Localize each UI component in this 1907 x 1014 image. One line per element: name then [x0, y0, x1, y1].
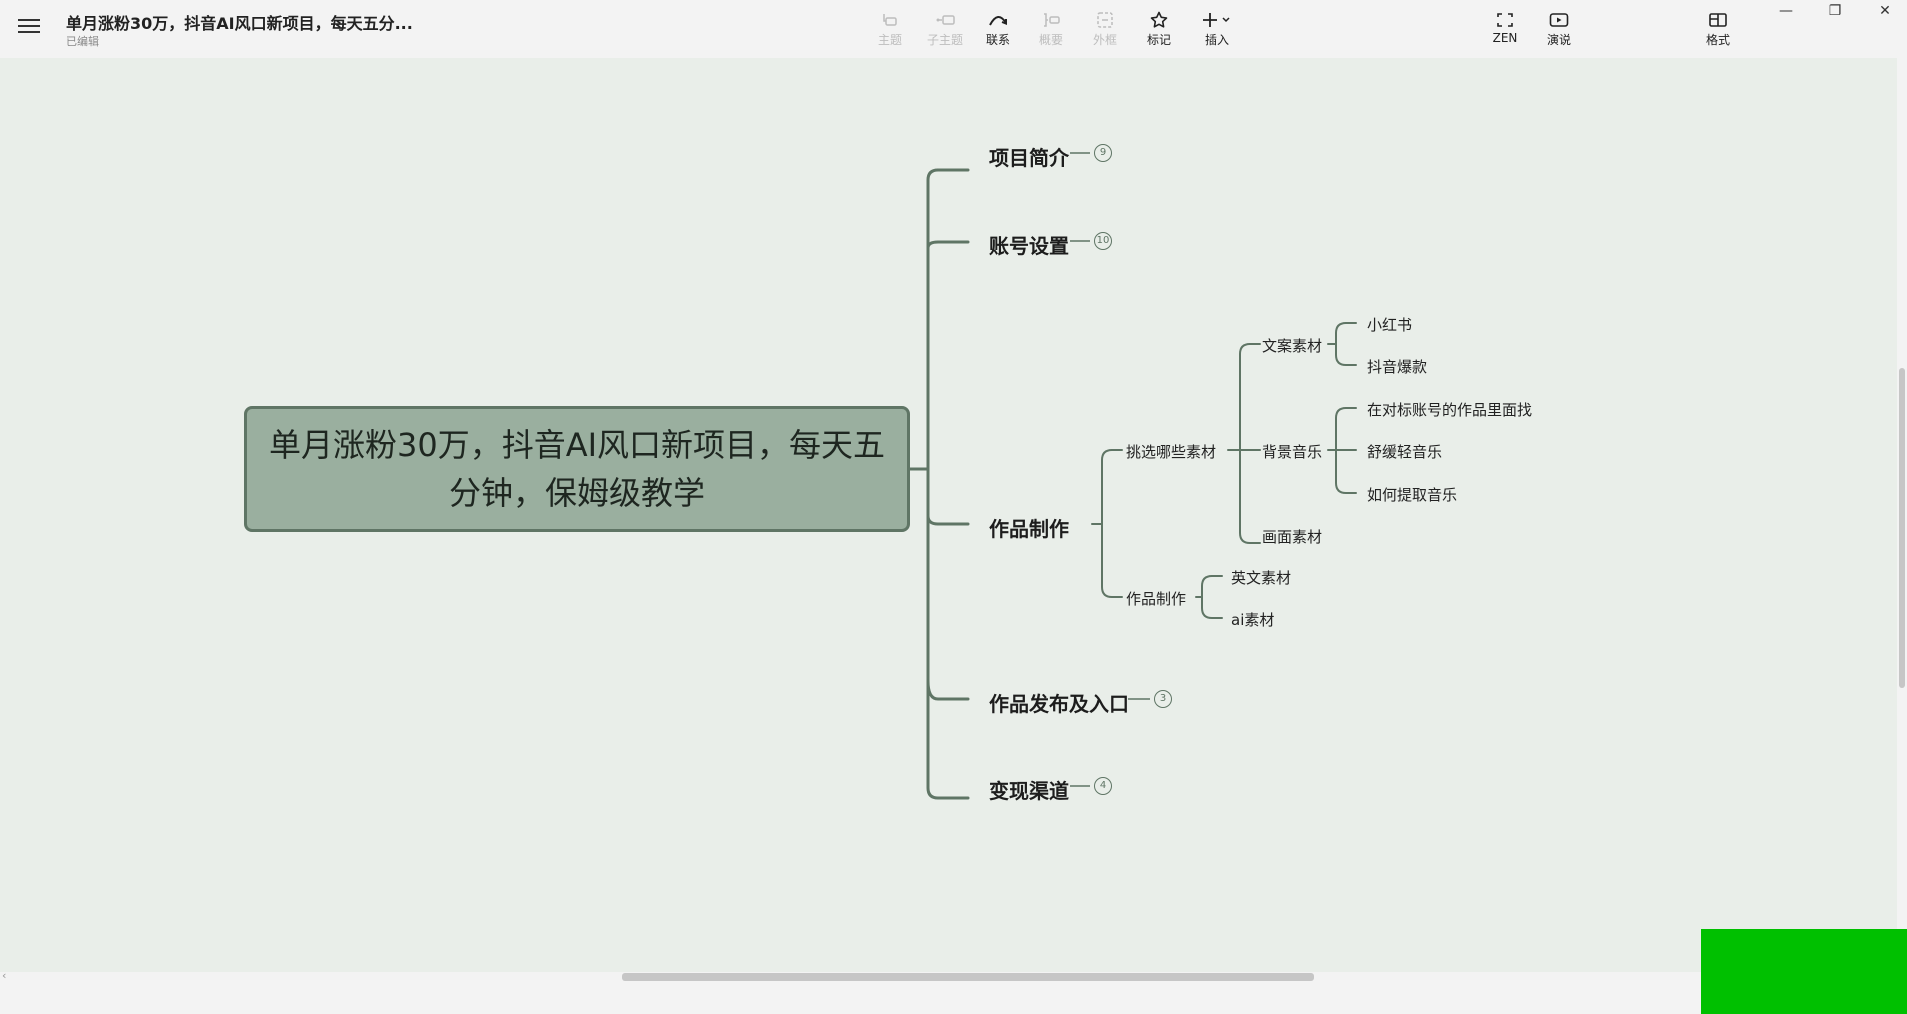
- topic-icon: [865, 8, 915, 30]
- star-icon: [1134, 8, 1184, 30]
- collapsed-count-badge[interactable]: 10: [1094, 232, 1112, 250]
- topic-light-music[interactable]: 舒缓轻音乐: [1367, 443, 1443, 461]
- topic-find-in-benchmark[interactable]: 在对标账号的作品里面找: [1367, 401, 1533, 419]
- topic-xiaohongshu[interactable]: 小红书: [1367, 316, 1413, 334]
- boundary-label: 外框: [1092, 33, 1117, 47]
- vertical-scrollbar[interactable]: [1897, 58, 1907, 972]
- branch-monetization[interactable]: 变现渠道: [989, 779, 1069, 803]
- close-icon[interactable]: ✕: [1879, 3, 1891, 19]
- branch-content-production[interactable]: 作品制作: [989, 517, 1069, 541]
- hamburger-menu-icon[interactable]: [18, 16, 40, 38]
- insert-button[interactable]: 插入: [1192, 8, 1242, 48]
- zen-button[interactable]: ZEN: [1480, 8, 1530, 45]
- title-toolbar: 单月涨粉30万，抖音AI风口新项目，每天五分... 已编辑 主题 子主题 联系 …: [0, 0, 1907, 58]
- minimize-icon[interactable]: —: [1779, 3, 1793, 19]
- relation-label: 联系: [985, 33, 1010, 47]
- insert-label: 插入: [1204, 33, 1229, 47]
- fullscreen-icon: [1480, 8, 1530, 30]
- boundary-icon: [1080, 8, 1130, 30]
- topic-extract-music[interactable]: 如何提取音乐: [1367, 486, 1458, 504]
- topic-visual-materials[interactable]: 画面素材: [1262, 528, 1323, 546]
- topic-make-content[interactable]: 作品制作: [1126, 590, 1187, 608]
- topic-background-music[interactable]: 背景音乐: [1262, 443, 1323, 461]
- zen-label: ZEN: [1492, 31, 1518, 45]
- subtopic-button[interactable]: 子主题: [920, 8, 970, 48]
- collapsed-count-badge[interactable]: 9: [1094, 144, 1112, 162]
- format-button[interactable]: 格式: [1693, 8, 1743, 48]
- collapsed-count-badge[interactable]: 4: [1094, 777, 1112, 795]
- vertical-scroll-thumb[interactable]: [1899, 368, 1905, 688]
- subtopic-label: 子主题: [926, 33, 963, 47]
- document-title[interactable]: 单月涨粉30万，抖音AI风口新项目，每天五分...: [66, 14, 413, 33]
- relation-icon: [973, 8, 1023, 30]
- summary-button[interactable]: 概要: [1026, 8, 1076, 48]
- play-icon: [1534, 8, 1584, 30]
- summary-label: 概要: [1038, 33, 1063, 47]
- summary-icon: [1026, 8, 1076, 30]
- horizontal-scrollbar[interactable]: ‹: [0, 969, 1897, 982]
- overlay-block: [1701, 929, 1907, 1014]
- connector-lines: [908, 152, 1357, 800]
- marker-label: 标记: [1146, 33, 1171, 47]
- topic-label: 主题: [877, 33, 902, 47]
- present-button[interactable]: 演说: [1534, 8, 1584, 48]
- marker-button[interactable]: 标记: [1134, 8, 1184, 48]
- plus-icon: [1192, 8, 1242, 30]
- relation-button[interactable]: 联系: [973, 8, 1023, 48]
- root-topic[interactable]: 单月涨粉30万，抖音AI风口新项目，每天五分钟，保姆级教学: [244, 406, 910, 532]
- topic-english-materials[interactable]: 英文素材: [1231, 569, 1292, 587]
- topic-copy-materials[interactable]: 文案素材: [1262, 337, 1323, 355]
- collapsed-count-badge[interactable]: 3: [1154, 690, 1172, 708]
- topic-douyin-hits[interactable]: 抖音爆款: [1367, 358, 1428, 376]
- subtopic-icon: [920, 8, 970, 30]
- save-status: 已编辑: [66, 35, 99, 48]
- mindmap-canvas[interactable]: 单月涨粉30万，抖音AI风口新项目，每天五分钟，保姆级教学 项目简介 9 账号设…: [0, 58, 1897, 972]
- boundary-button[interactable]: 外框: [1080, 8, 1130, 48]
- topic-button[interactable]: 主题: [865, 8, 915, 48]
- restore-icon[interactable]: ❐: [1828, 3, 1842, 19]
- branch-project-intro[interactable]: 项目简介: [989, 146, 1069, 170]
- topic-select-materials[interactable]: 挑选哪些素材: [1126, 443, 1217, 461]
- format-panel-icon: [1693, 8, 1743, 30]
- bottom-bar: [0, 982, 1907, 1014]
- scroll-left-arrow-icon[interactable]: ‹: [2, 969, 7, 982]
- format-label: 格式: [1705, 33, 1730, 47]
- present-label: 演说: [1546, 33, 1571, 47]
- branch-account-settings[interactable]: 账号设置: [989, 234, 1069, 258]
- branch-publishing[interactable]: 作品发布及入口: [989, 692, 1129, 716]
- topic-ai-materials[interactable]: ai素材: [1231, 611, 1275, 629]
- horizontal-scroll-thumb[interactable]: [622, 973, 1314, 981]
